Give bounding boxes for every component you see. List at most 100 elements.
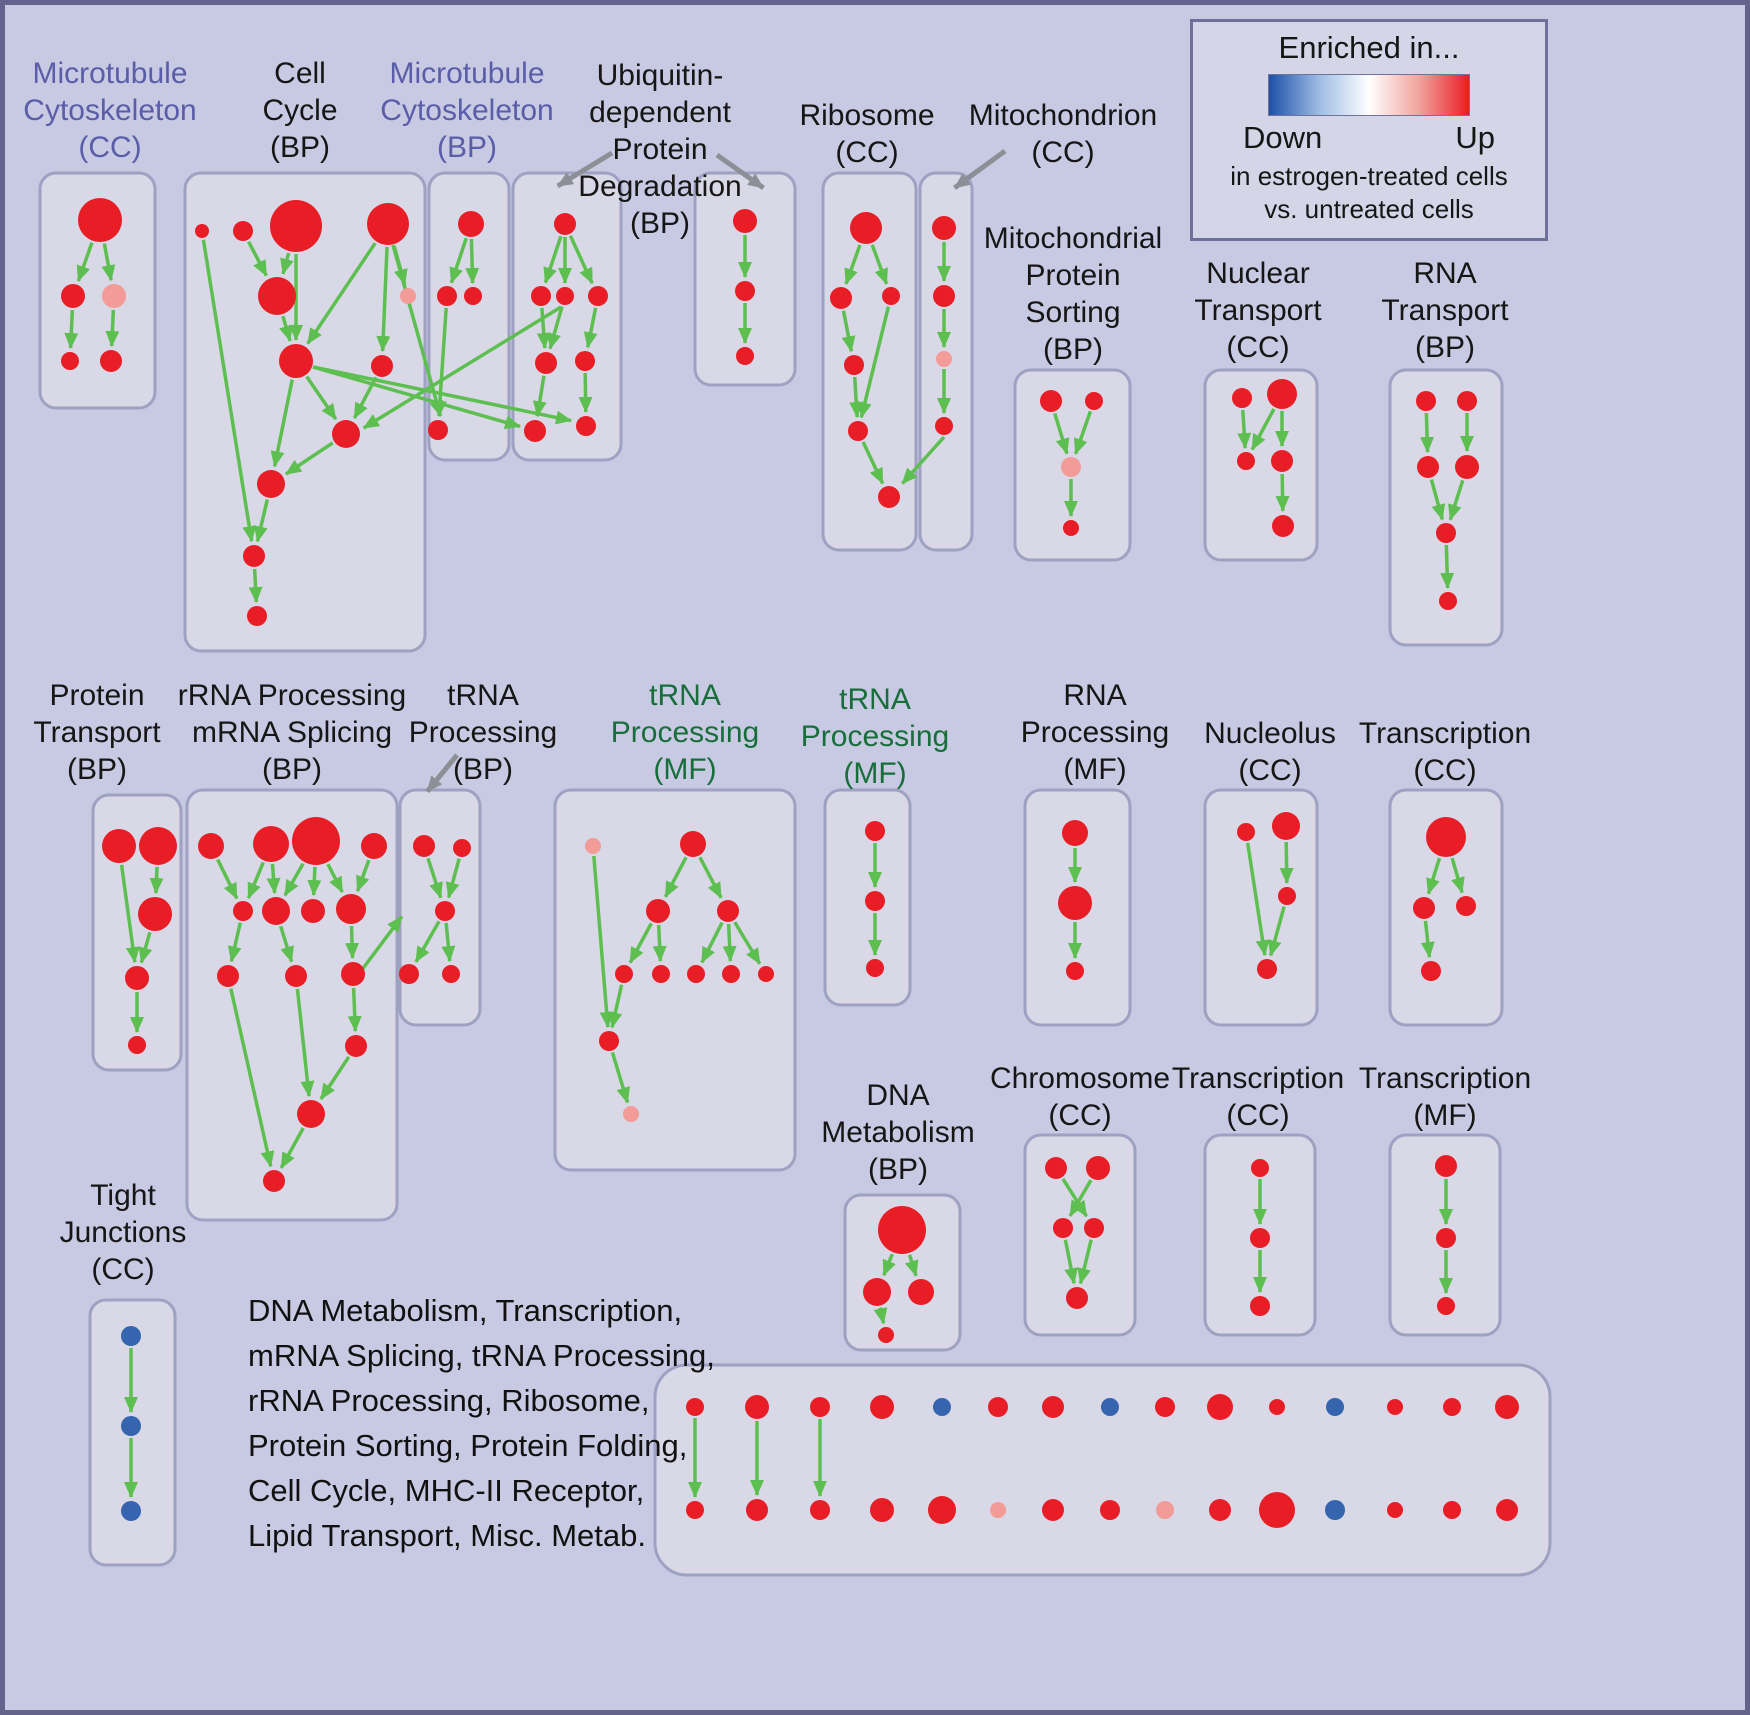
- rrna-processing-mrna-splicing-bp-node-6: [301, 899, 325, 923]
- transcription-cc-mid-node-3: [1421, 961, 1441, 981]
- trna-processing-mf-1-node-2: [646, 899, 670, 923]
- rna-transport-bp-node-5: [1439, 592, 1457, 610]
- transcription-cc-mid-box: [1388, 788, 1504, 1027]
- misc-categories-box-node-6: [1042, 1396, 1064, 1418]
- nucleolus-cc-box: [1203, 788, 1319, 1027]
- microtubule-cytoskeleton-cc-node-0: [78, 198, 122, 242]
- nucleolus-cc-node-1: [1272, 812, 1300, 840]
- rna-transport-bp-edge: [1420, 412, 1435, 454]
- microtubule-cytoskeleton-cc-node-1: [61, 284, 85, 308]
- cross-group-edge: [362, 305, 562, 430]
- nuclear-transport-cc-edge: [1275, 473, 1290, 513]
- nucleolus-cc-edge: [1245, 842, 1270, 957]
- mitochondrial-protein-sorting-bp-node-0: [1040, 390, 1062, 412]
- pointer-arrow-trna-bp: [425, 753, 459, 794]
- microtubule-cytoskeleton-cc-box: [38, 171, 157, 410]
- misc-categories-box-node-16: [746, 1499, 768, 1521]
- trna-processing-mf-1-node-7: [722, 965, 740, 983]
- ribosome-cc-edge: [870, 244, 889, 285]
- misc-categories-box-node-7: [1101, 1398, 1119, 1416]
- microtubule-cytoskeleton-bp-node-1: [437, 286, 457, 306]
- pointer-arrow-mitochondrion: [953, 148, 1007, 190]
- nuclear-transport-cc-node-4: [1272, 515, 1294, 537]
- nuclear-transport-cc-node-2: [1237, 452, 1255, 470]
- protein-transport-bp-edge: [149, 866, 164, 895]
- nuclear-transport-cc-node-3: [1271, 450, 1293, 472]
- ribosome-cc-box: [821, 171, 918, 552]
- legend-down-label: Down: [1243, 120, 1323, 155]
- rrna-processing-mrna-splicing-bp-edge: [279, 1127, 305, 1169]
- trna-processing-bp-node-4: [442, 965, 460, 983]
- transcription-mf-node-2: [1437, 1297, 1455, 1315]
- legend-up-label: Up: [1455, 120, 1495, 155]
- nucleolus-cc-node-2: [1278, 887, 1296, 905]
- rrna-processing-mrna-splicing-bp-edge: [326, 863, 344, 893]
- trna-processing-bp-node-1: [453, 839, 471, 857]
- cell-cycle-bp-edge: [305, 375, 338, 421]
- misc-categories-box-node-26: [1325, 1500, 1345, 1520]
- microtubule-cytoskeleton-cc-node-3: [61, 352, 79, 370]
- microtubule-cytoskeleton-bp-box: [427, 171, 511, 462]
- trna-processing-mf-1-edge: [698, 856, 723, 899]
- microtubule-cytoskeleton-cc-edge: [76, 242, 94, 282]
- tight-junctions-cc-node-1: [121, 1416, 141, 1436]
- trna-processing-bp-edge: [426, 857, 443, 899]
- nuclear-transport-cc-edge: [1250, 408, 1276, 451]
- cell-cycle-bp-node-6: [279, 344, 313, 378]
- dna-metabolism-bp-edge: [882, 1253, 896, 1277]
- rna-transport-bp-node-4: [1436, 523, 1456, 543]
- misc-categories-box-node-14: [1495, 1395, 1519, 1419]
- ubiquitin-degradation-bp-1-node-2: [556, 287, 574, 305]
- ribosome-cc-node-5: [878, 486, 900, 508]
- transcription-cc-low-node-2: [1250, 1296, 1270, 1316]
- misc-categories-box-node-0: [686, 1398, 704, 1416]
- misc-categories-box-node-20: [990, 1502, 1006, 1518]
- chromosome-cc-edge: [1077, 1239, 1093, 1285]
- trna-processing-mf-1-edge: [700, 921, 724, 964]
- dna-metabolism-bp-edge: [904, 1254, 919, 1277]
- transcription-cc-mid-edge: [1426, 857, 1442, 895]
- graph-svg: [38, 148, 1552, 1577]
- ubiquitin-degradation-bp-1-edge: [578, 372, 593, 414]
- rna-transport-bp-box: [1388, 368, 1504, 647]
- transcription-mf-node-0: [1435, 1155, 1457, 1177]
- rrna-processing-mrna-splicing-bp-node-1: [253, 826, 289, 862]
- misc-categories-box-node-22: [1100, 1500, 1120, 1520]
- ubiquitin-degradation-bp-2-node-1: [735, 281, 755, 301]
- cell-cycle-bp-node-11: [247, 606, 267, 626]
- mitochondrion-cc-node-3: [935, 417, 953, 435]
- misc-categories-box-node-18: [870, 1498, 894, 1522]
- rrna-processing-mrna-splicing-bp-node-12: [297, 1100, 325, 1128]
- mitochondrial-protein-sorting-bp-node-2: [1061, 457, 1081, 477]
- protein-transport-bp-node-0: [102, 829, 136, 863]
- dna-metabolism-bp-edge: [873, 1307, 888, 1325]
- chromosome-cc-box: [1023, 1133, 1137, 1337]
- nuclear-transport-cc-edge: [1237, 409, 1252, 450]
- trna-processing-mf-1-node-6: [687, 965, 705, 983]
- rrna-processing-mrna-splicing-bp-edge: [345, 925, 360, 960]
- dna-metabolism-bp-node-2: [908, 1279, 934, 1305]
- transcription-cc-mid-node-0: [1426, 817, 1466, 857]
- microtubule-cytoskeleton-cc-edge: [64, 309, 79, 350]
- trna-processing-bp-edge: [414, 920, 441, 963]
- trna-processing-mf-2-node-0: [865, 821, 885, 841]
- ribosome-cc-edge: [861, 441, 885, 485]
- tight-junctions-cc-node-0: [121, 1326, 141, 1346]
- legend-ends: Down Up: [1243, 120, 1495, 156]
- pointer-arrow-ubiquitin-right: [715, 152, 765, 190]
- cell-cycle-bp-edge: [201, 239, 257, 543]
- chromosome-cc-node-2: [1053, 1218, 1073, 1238]
- ribosome-cc-edge: [841, 310, 856, 353]
- rrna-processing-mrna-splicing-bp-edge: [229, 988, 275, 1168]
- chromosome-cc-node-1: [1086, 1156, 1110, 1180]
- cell-cycle-bp-node-3: [367, 203, 409, 245]
- misc-categories-box-node-21: [1042, 1499, 1064, 1521]
- cell-cycle-bp-node-10: [243, 545, 265, 567]
- ubiquitin-degradation-bp-1-node-5: [575, 351, 595, 371]
- microtubule-cytoskeleton-cc-node-4: [100, 350, 122, 372]
- chromosome-cc-node-0: [1045, 1157, 1067, 1179]
- rna-transport-bp-node-1: [1457, 391, 1477, 411]
- trna-processing-bp-edge: [441, 922, 456, 963]
- cell-cycle-bp-edge: [280, 252, 294, 275]
- cell-cycle-bp-edge: [247, 240, 268, 277]
